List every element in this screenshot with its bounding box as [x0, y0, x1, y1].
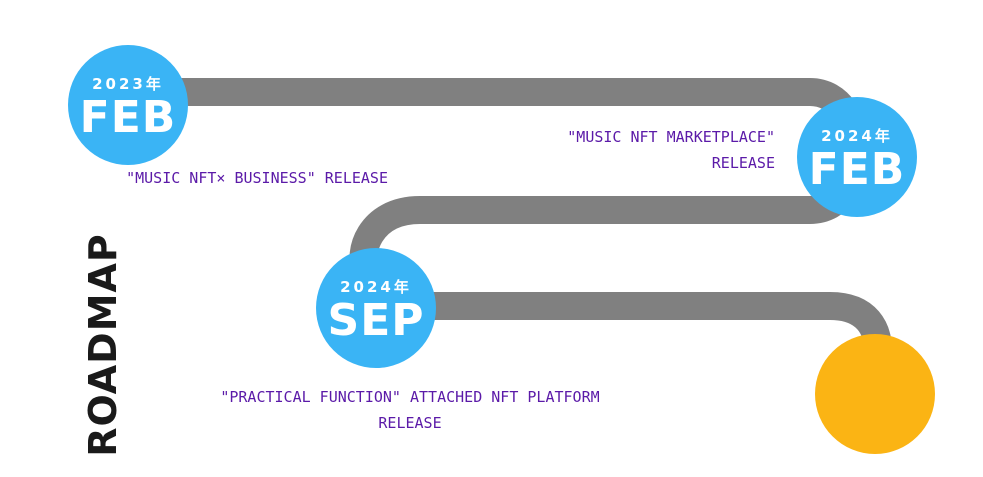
- goal-circle: [815, 334, 935, 454]
- milestone-2024-sep: 2024年 SEP: [316, 248, 436, 368]
- milestone-2024-feb: 2024年 FEB: [797, 97, 917, 217]
- milestone-year: 2024年: [821, 126, 893, 145]
- milestone-year: 2024年: [340, 277, 412, 296]
- milestone-caption: "PRACTICAL FUNCTION" ATTACHED NFT PLATFO…: [220, 388, 600, 432]
- roadmap-title: ROADMAP: [81, 233, 125, 457]
- milestone-month: FEB: [808, 143, 906, 195]
- milestone-caption: "MUSIC NFT× BUSINESS" RELEASE: [126, 169, 388, 187]
- milestone-month: SEP: [327, 294, 425, 346]
- milestone-2023-feb: 2023年 FEB: [68, 45, 188, 165]
- milestone-caption: "MUSIC NFT MARKETPLACE" RELEASE: [567, 128, 775, 172]
- milestone-month: FEB: [79, 91, 177, 143]
- road-segment-2: [376, 292, 892, 351]
- milestone-year: 2023年: [92, 74, 164, 93]
